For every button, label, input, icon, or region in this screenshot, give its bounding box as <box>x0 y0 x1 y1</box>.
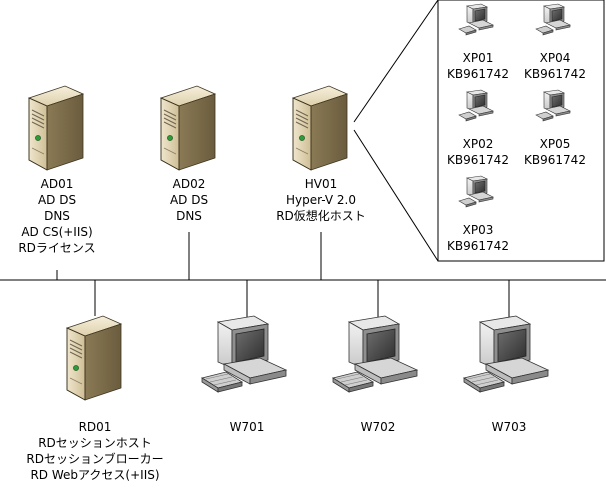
label-line: DNS <box>44 209 70 223</box>
label-line: KB961742 <box>447 153 509 167</box>
label-line: W703 <box>491 420 527 434</box>
label-line: KB961742 <box>447 239 509 253</box>
label-line: RD Webアクセス(+IIS) <box>30 468 160 482</box>
server-ad01-label: AD01 AD DS DNS AD CS(+IIS) RDライセンス <box>18 176 95 256</box>
vm-xp04-icon <box>535 3 571 36</box>
label-line: RD01 <box>78 420 112 434</box>
vm-xp05-label: XP05 KB961742 <box>524 136 586 168</box>
label-line: AD01 <box>40 177 74 191</box>
label-line: XP01 <box>462 51 494 65</box>
label-line: XP02 <box>462 137 494 151</box>
label-line: AD CS(+IIS) <box>21 225 93 239</box>
label-line: KB961742 <box>524 67 586 81</box>
vm-group-box <box>437 0 605 262</box>
client-w701-label: W701 <box>230 419 265 435</box>
vm-xp03-label: XP03 KB961742 <box>447 222 509 254</box>
server-ad02-label: AD02 AD DS DNS <box>170 176 208 224</box>
label-line: W702 <box>360 420 396 434</box>
server-rd01-icon <box>66 315 122 401</box>
label-line: XP03 <box>462 223 494 237</box>
client-w701-icon <box>201 315 287 393</box>
label-line: AD DS <box>37 193 77 207</box>
vm-callout-line-bottom <box>353 129 439 262</box>
vm-xp02-label: XP02 KB961742 <box>447 136 509 168</box>
label-line: AD DS <box>169 193 209 207</box>
client-w703-icon <box>463 315 549 393</box>
vm-xp01-label: XP01 KB961742 <box>447 50 509 82</box>
client-w702-icon <box>332 315 418 393</box>
server-rd01-label: RD01 RDセッションホスト RDセッションブローカー RD Webアクセス(… <box>26 419 163 483</box>
label-line: RDセッションホスト <box>38 436 152 450</box>
vm-xp05-icon <box>535 89 571 122</box>
label-line: W701 <box>229 420 265 434</box>
client-w702-label: W702 <box>361 419 396 435</box>
label-line: XP04 <box>539 51 571 65</box>
label-line: RDライセンス <box>18 241 96 255</box>
label-line: KB961742 <box>447 67 509 81</box>
label-line: AD02 <box>172 177 206 191</box>
server-hv01-icon <box>292 85 348 171</box>
server-ad01-icon <box>28 85 84 171</box>
client-w703-label: W703 <box>492 419 527 435</box>
server-hv01-label: HV01 Hyper-V 2.0 RD仮想化ホスト <box>276 176 366 224</box>
label-line: XP05 <box>539 137 571 151</box>
vm-xp04-label: XP04 KB961742 <box>524 50 586 82</box>
vm-xp01-icon <box>458 3 494 36</box>
label-line: HV01 <box>304 177 338 191</box>
vm-xp02-icon <box>458 89 494 122</box>
label-line: KB961742 <box>524 153 586 167</box>
label-line: Hyper-V 2.0 <box>285 193 357 207</box>
label-line: DNS <box>176 209 202 223</box>
vm-xp03-icon <box>458 175 494 208</box>
label-line: RD仮想化ホスト <box>276 209 366 223</box>
server-ad02-icon <box>160 85 216 171</box>
label-line: RDセッションブローカー <box>26 452 164 466</box>
vm-callout-line-top <box>353 0 439 123</box>
